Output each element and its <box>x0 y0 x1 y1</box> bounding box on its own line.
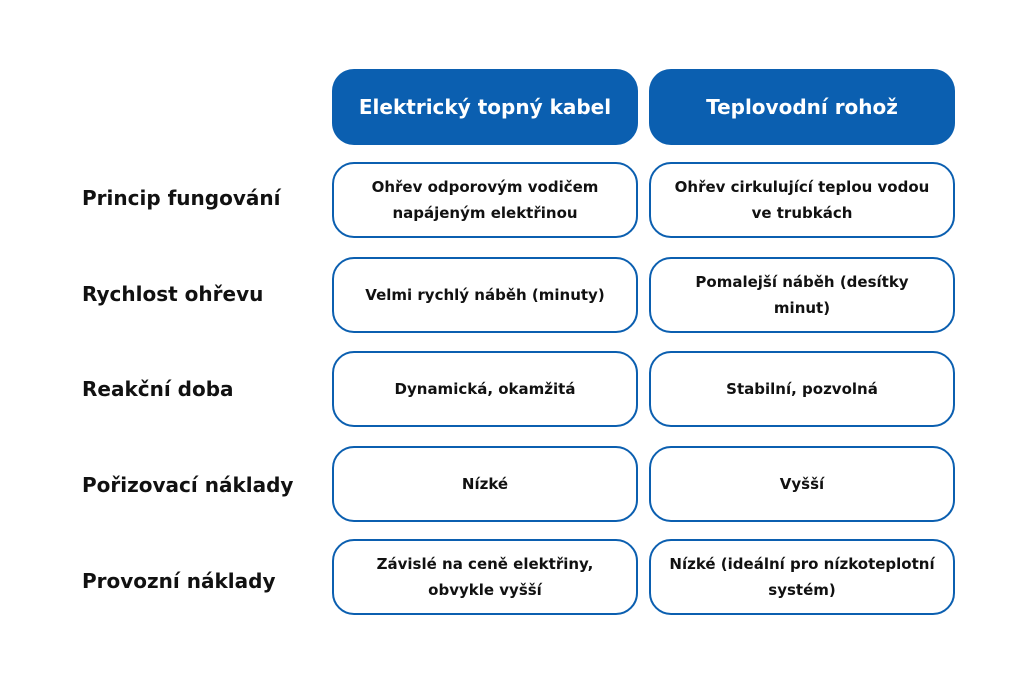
cell-operating-costs-water: Nízké (ideální pro nízkoteplotní systém) <box>649 539 955 615</box>
cell-text: Ohřev odporovým vodičem napájeným elektř… <box>371 178 599 222</box>
cell-working-principle-electric: Ohřev odporovým vodičem napájeným elektř… <box>332 162 638 238</box>
cell-reaction-time-electric: Dynamická, okamžitá <box>332 351 638 427</box>
row-label-operating-costs: Provozní náklady <box>82 569 276 593</box>
cell-text: Velmi rychlý náběh (minuty) <box>365 286 605 304</box>
cell-text: Dynamická, okamžitá <box>394 380 576 398</box>
cell-operating-costs-electric: Závislé na ceně elektřiny, obvykle vyšší <box>332 539 638 615</box>
cell-text: Stabilní, pozvolná <box>726 380 878 398</box>
column-header-electric-cable: Elektrický topný kabel <box>332 69 638 145</box>
cell-text: Závislé na ceně elektřiny, obvykle vyšší <box>376 555 594 599</box>
row-label-heating-speed: Rychlost ohřevu <box>82 282 264 306</box>
row-label-purchase-costs: Pořizovací náklady <box>82 473 294 497</box>
cell-heating-speed-electric: Velmi rychlý náběh (minuty) <box>332 257 638 333</box>
cell-text: Pomalejší náběh (desítky minut) <box>695 273 909 317</box>
cell-text: Vyšší <box>779 475 825 493</box>
cell-text: Ohřev cirkulující teplou vodou ve trubká… <box>674 178 930 222</box>
row-label-reaction-time: Reakční doba <box>82 377 234 401</box>
cell-purchase-costs-water: Vyšší <box>649 446 955 522</box>
cell-reaction-time-water: Stabilní, pozvolná <box>649 351 955 427</box>
cell-working-principle-water: Ohřev cirkulující teplou vodou ve trubká… <box>649 162 955 238</box>
cell-text: Nízké <box>461 475 509 493</box>
row-label-working-principle: Princip fungování <box>82 186 281 210</box>
cell-text: Nízké (ideální pro nízkoteplotní systém) <box>669 555 935 599</box>
cell-heating-speed-water: Pomalejší náběh (desítky minut) <box>649 257 955 333</box>
cell-purchase-costs-electric: Nízké <box>332 446 638 522</box>
column-header-hot-water-mat: Teplovodní rohož <box>649 69 955 145</box>
